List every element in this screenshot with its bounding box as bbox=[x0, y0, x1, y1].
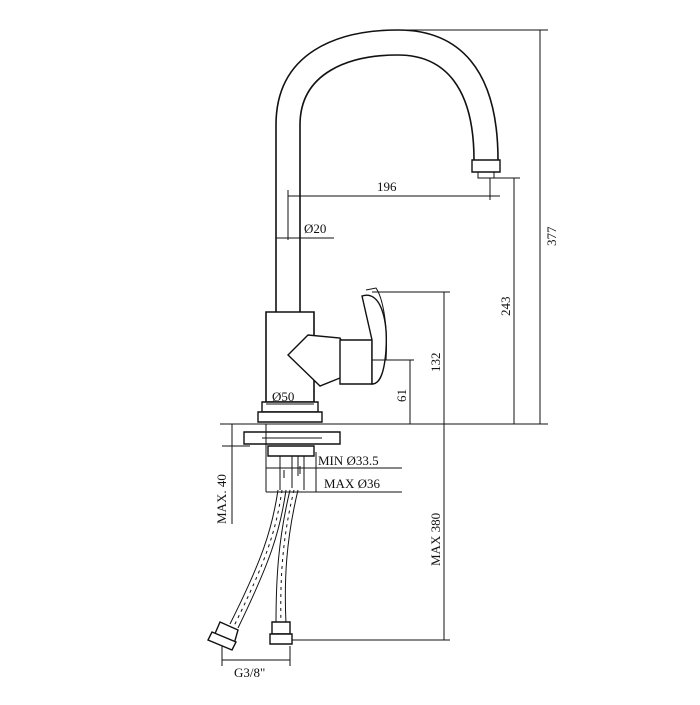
hose-left-b bbox=[237, 489, 287, 629]
dim-total-height: 377 bbox=[398, 29, 559, 425]
dim-handle-axis-height-label: 61 bbox=[394, 389, 409, 402]
dim-spout-reach-label: 196 bbox=[377, 179, 397, 194]
dim-deck-thickness-label: MAX. 40 bbox=[214, 474, 229, 524]
dim-spout-height: 243 bbox=[494, 177, 520, 424]
deck-mount bbox=[220, 423, 450, 490]
hose-right-nut bbox=[269, 633, 293, 645]
dim-total-height-label: 377 bbox=[544, 226, 559, 246]
dim-connection-thread: G3/8" bbox=[221, 646, 291, 680]
dim-handle-axis-height: 61 bbox=[372, 359, 414, 424]
handle-detail bbox=[365, 287, 387, 361]
dim-handle-height: 132 bbox=[372, 291, 450, 424]
dim-spout-reach: 196 bbox=[287, 178, 500, 240]
dim-hole-min-label: MIN Ø33.5 bbox=[318, 453, 379, 468]
flex-hoses bbox=[207, 489, 299, 651]
mounting-nut bbox=[267, 445, 315, 457]
shank-thread-stubs bbox=[283, 466, 301, 478]
aerator bbox=[471, 159, 501, 173]
dim-spout-diameter: Ø20 bbox=[276, 221, 334, 239]
dim-hose-length: MAX 380 bbox=[292, 424, 450, 641]
dim-body-diameter: Ø50 bbox=[266, 389, 314, 405]
threaded-shank bbox=[279, 456, 305, 490]
base-ring-bottom bbox=[257, 411, 323, 423]
dim-hole-diameter: MIN Ø33.5 MAX Ø36 bbox=[265, 424, 402, 493]
hose-left-braid bbox=[233, 489, 283, 627]
hose-left-nut bbox=[207, 631, 237, 651]
dim-deck-thickness: MAX. 40 bbox=[214, 423, 250, 524]
dim-body-diameter-label: Ø50 bbox=[272, 389, 294, 404]
spout-inner bbox=[299, 54, 475, 312]
dim-handle-height-label: 132 bbox=[428, 353, 443, 373]
hose-right-braid bbox=[280, 489, 295, 625]
hose-right-a bbox=[275, 489, 291, 625]
hose-left-a bbox=[229, 489, 279, 625]
hose-right-b bbox=[284, 489, 299, 625]
shank-thread-detail bbox=[291, 456, 299, 488]
faucet-outline bbox=[257, 29, 501, 423]
dim-spout-height-label: 243 bbox=[498, 297, 513, 317]
aerator-tip bbox=[477, 172, 495, 179]
handle-cartridge bbox=[339, 339, 373, 385]
dim-spout-diameter-label: Ø20 bbox=[304, 221, 326, 236]
dim-hose-length-label: MAX 380 bbox=[428, 513, 443, 566]
dim-connection-thread-label: G3/8" bbox=[234, 665, 265, 680]
spout-outer bbox=[275, 29, 499, 312]
dim-hole-max-label: MAX Ø36 bbox=[324, 476, 380, 491]
hose-right-connector bbox=[271, 621, 291, 635]
